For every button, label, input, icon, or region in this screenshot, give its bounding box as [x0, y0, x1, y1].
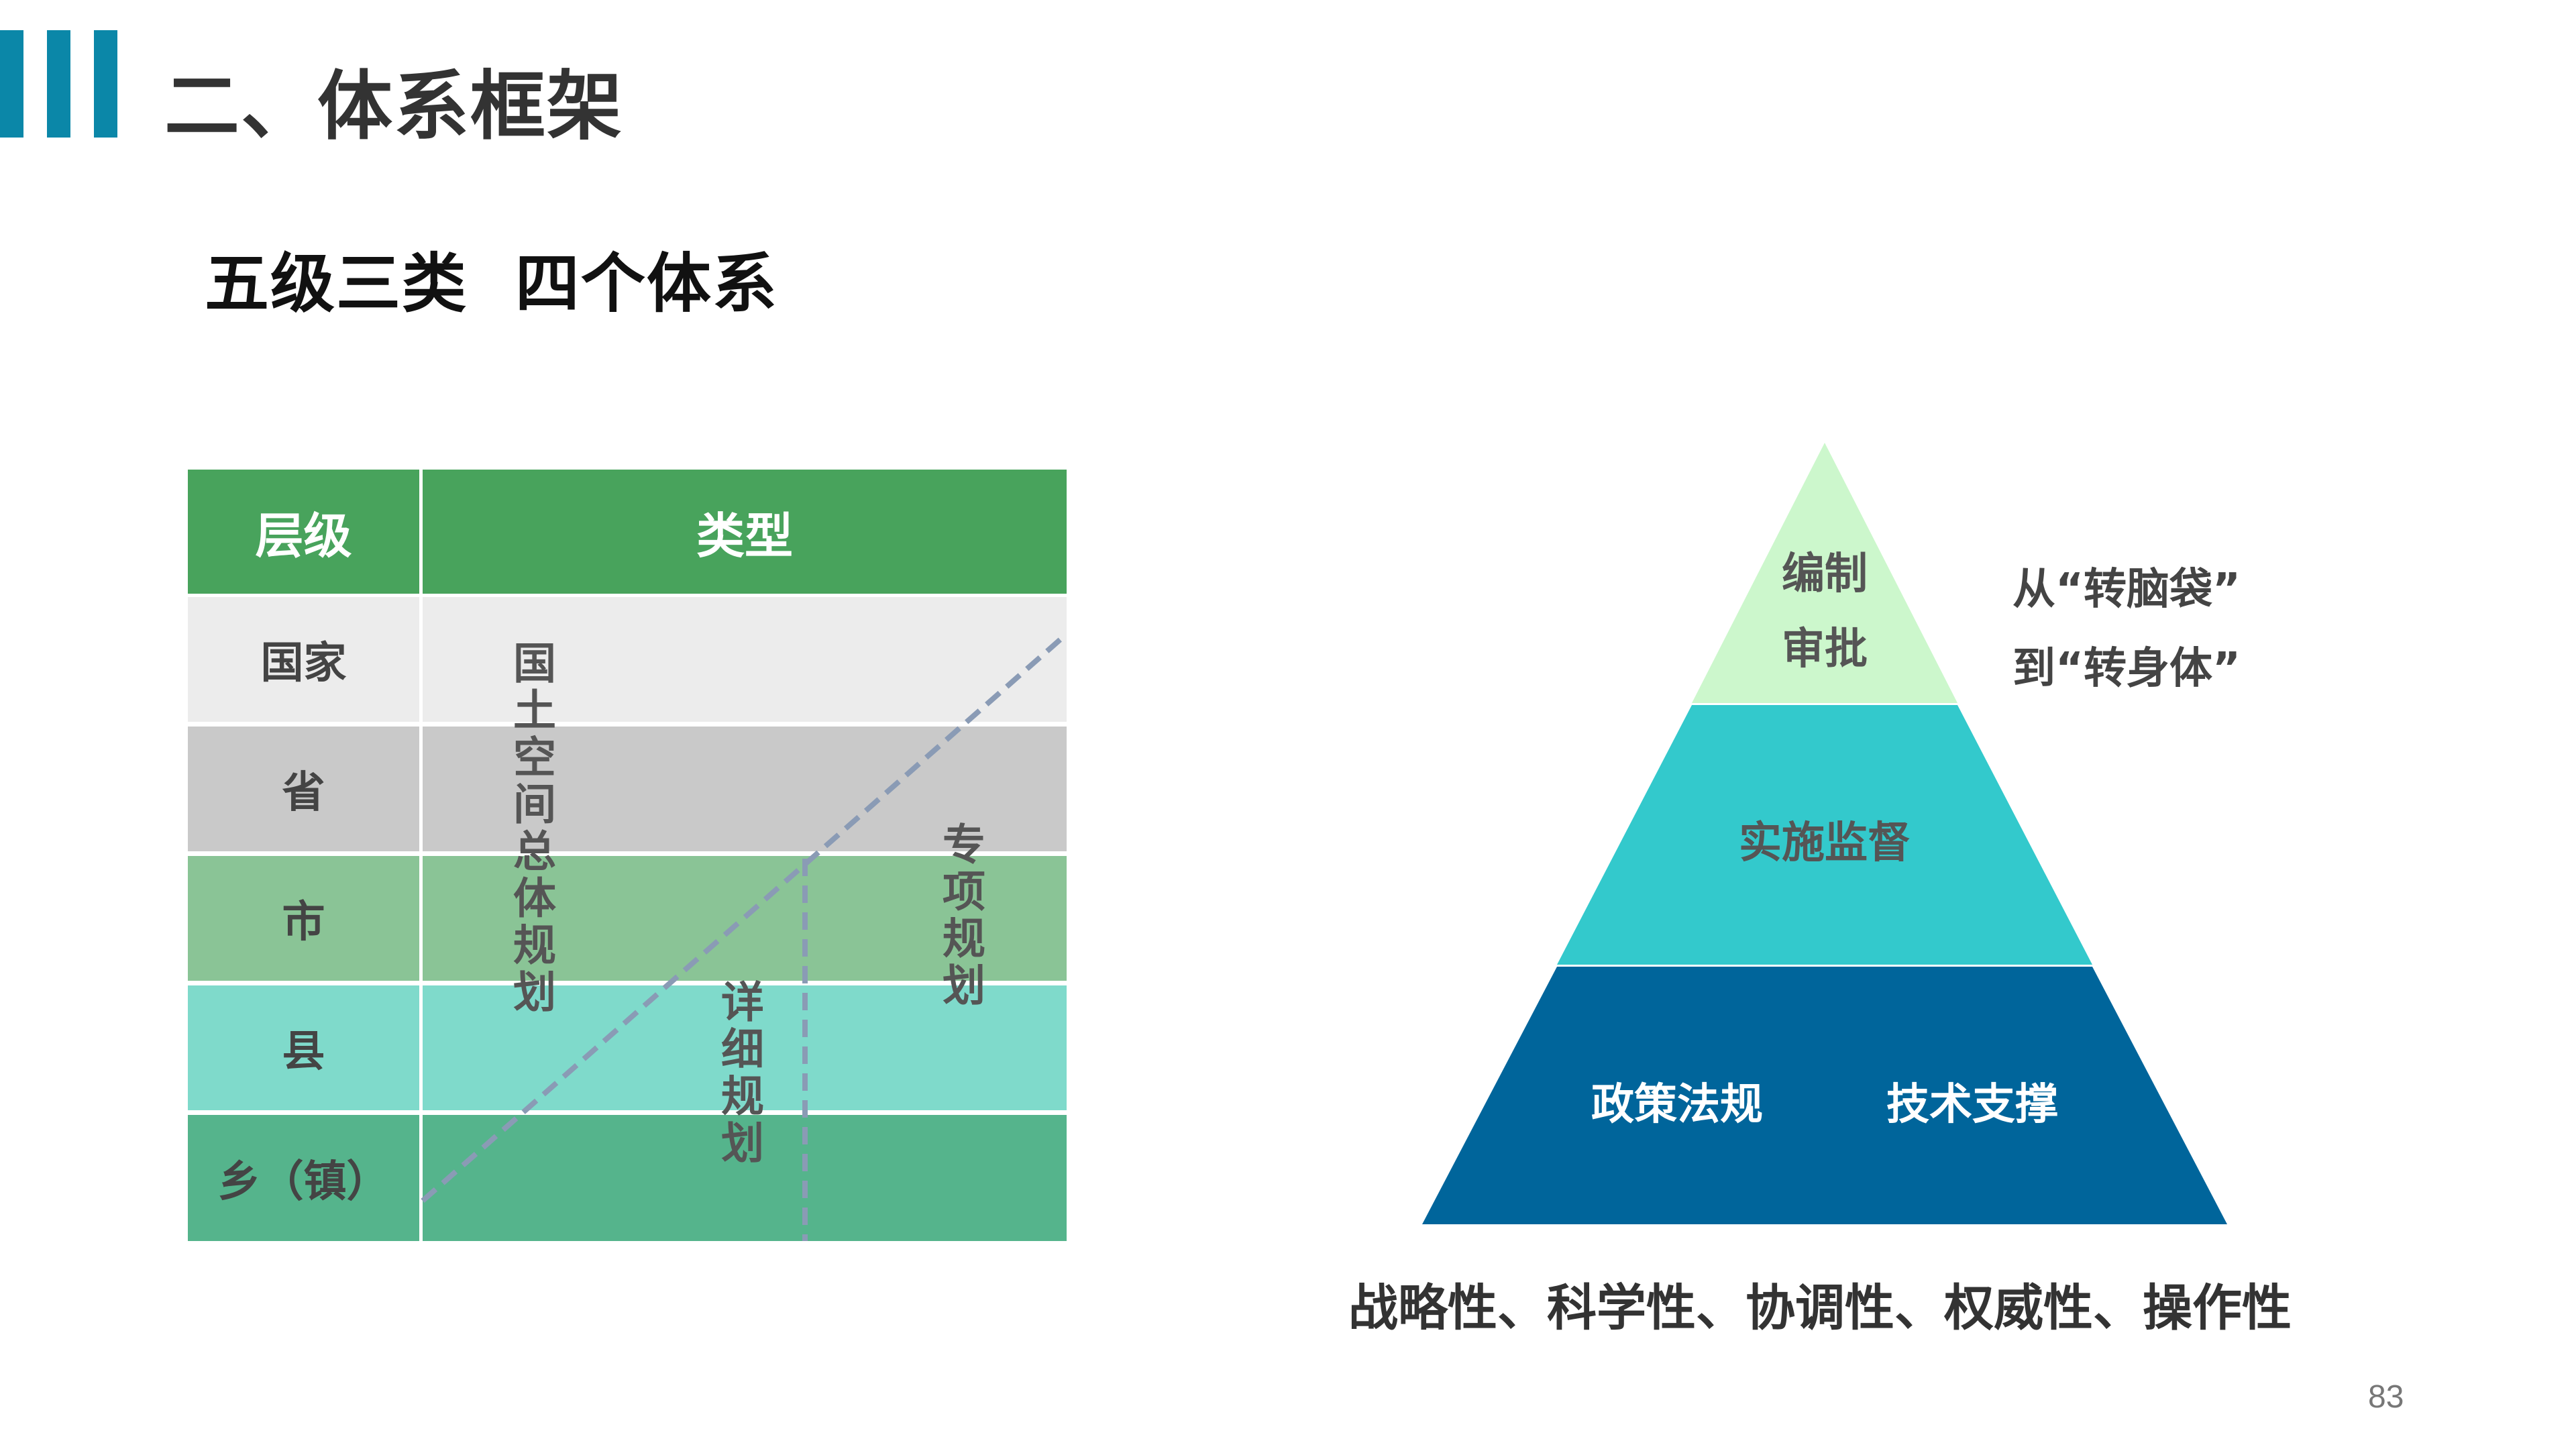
pyramid-middle-label: 实施监督: [1739, 818, 1911, 868]
pyramid-bottom-tier: [1422, 967, 2227, 1224]
dashed-diagonal-line: [421, 631, 1069, 1203]
overall-plan-label: 国土空间总体规划: [506, 641, 555, 1016]
detailed-plan-label: 详细规划: [714, 979, 763, 1167]
pyramid-diagram: [1422, 443, 2227, 1224]
table-row-county: 县: [188, 985, 1067, 1110]
planning-matrix-table: 层级 类型 国家 省 市 县 乡（镇） 国土空间总体规划 详细规划 专项规划: [188, 470, 1067, 1241]
planning-properties: 战略性、科学性、协调性、权威性、操作性: [1348, 1279, 2292, 1337]
row-divider: [188, 594, 1067, 597]
table-row-national: 国家: [188, 597, 1067, 722]
level-label: 乡（镇）: [217, 1157, 390, 1207]
header-level: 层级: [188, 470, 419, 594]
level-label: 省: [282, 768, 325, 818]
plan-boundary-lines: [421, 631, 1069, 1241]
pyramid-bottom-left-label: 政策法规: [1591, 1080, 1763, 1130]
note-line1: 从“转脑袋”: [2012, 565, 2241, 614]
level-label: 国家: [260, 639, 347, 688]
transformation-note: 从“转脑袋” 到“转身体”: [2012, 550, 2241, 708]
pyramid-top-tier: [1692, 443, 1957, 703]
level-label: 县: [282, 1027, 325, 1077]
row-divider: [188, 853, 1067, 856]
page-title: 二、体系框架: [164, 63, 623, 150]
table-row-township: 乡（镇）: [188, 1115, 1067, 1241]
table-row-city: 市: [188, 856, 1067, 981]
pyramid-top-line2: 审批: [1782, 625, 1868, 674]
special-plan-label: 专项规划: [935, 822, 985, 1010]
page-number: 83: [2368, 1379, 2404, 1415]
pyramid-top-label: 编制 审批: [1758, 537, 1892, 687]
pyramid-top-line1: 编制: [1782, 549, 1868, 599]
table-row-province: 省: [188, 727, 1067, 851]
subtitle: 五级三类 四个体系: [205, 246, 778, 321]
pyramid-middle-tier: [1557, 705, 2092, 965]
pyramid-bottom-right-label: 技术支撑: [1886, 1080, 2058, 1130]
row-divider: [188, 723, 1067, 727]
row-divider: [188, 982, 1067, 985]
level-label: 市: [282, 898, 325, 947]
header-type: 类型: [423, 470, 1067, 594]
note-line2: 到“转身体”: [2012, 644, 2241, 694]
row-divider: [188, 1112, 1067, 1115]
